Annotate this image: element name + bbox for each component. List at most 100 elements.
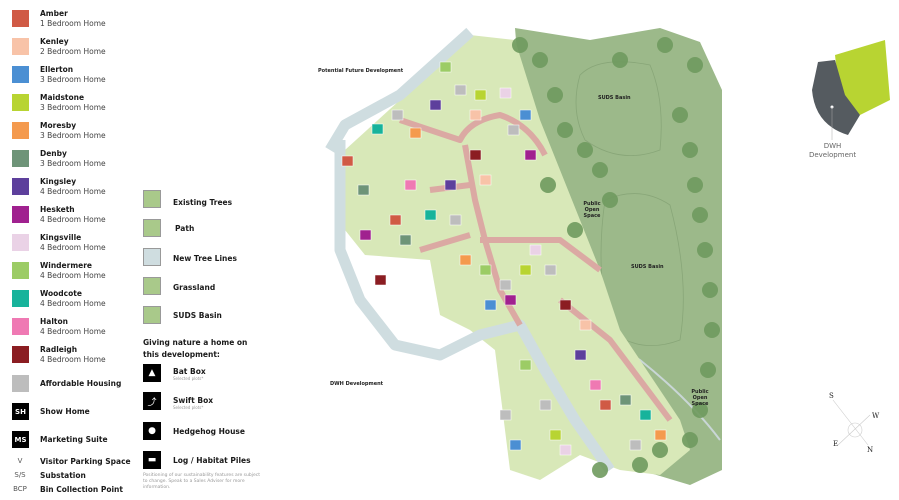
house-plot[interactable]	[341, 155, 354, 167]
house-plot[interactable]	[559, 299, 572, 311]
house-plot[interactable]	[357, 184, 370, 196]
house-type-desc: 4 Bedroom Home	[40, 270, 106, 280]
house-plot[interactable]	[449, 214, 462, 226]
house-plot[interactable]	[404, 179, 417, 191]
house-plot[interactable]	[371, 123, 384, 135]
house-plot[interactable]	[474, 89, 487, 101]
tree-icon	[540, 177, 556, 193]
house-plot[interactable]	[639, 409, 652, 421]
tree-icon	[592, 162, 608, 178]
house-plot[interactable]	[654, 429, 667, 441]
house-plot[interactable]	[459, 254, 472, 266]
abbr-ss: S/S	[14, 471, 26, 479]
landscape-grassland: Grassland	[173, 283, 216, 292]
house-plot[interactable]	[579, 319, 592, 331]
house-plot[interactable]	[549, 429, 562, 441]
house-plot[interactable]	[439, 61, 452, 73]
tree-icon	[692, 207, 708, 223]
house-plot[interactable]	[509, 439, 522, 451]
grassland-icon	[143, 277, 161, 295]
house-plot[interactable]	[429, 99, 442, 111]
affordable-label: Affordable Housing	[40, 379, 122, 388]
swatch-kingsville	[12, 234, 29, 251]
trees	[512, 37, 720, 478]
house-plot[interactable]	[629, 439, 642, 451]
house-plot[interactable]	[507, 124, 520, 136]
house-plot[interactable]	[559, 444, 572, 456]
swatch-halton	[12, 318, 29, 335]
label-public-open-space: Public Open Space	[583, 201, 601, 219]
house-plot[interactable]	[469, 149, 482, 161]
label-potential-future-development: Potential Future Development	[318, 68, 404, 74]
house-type-name: Hesketh	[40, 205, 75, 214]
access-road[interactable]	[325, 27, 615, 474]
house-plot[interactable]	[599, 399, 612, 411]
swift-icon: ⤴	[143, 392, 161, 410]
house-plot[interactable]	[484, 299, 497, 311]
house-plot[interactable]	[574, 349, 587, 361]
house-type-name: Woodcote	[40, 289, 82, 298]
abbr-v: V	[17, 457, 23, 465]
house-plot[interactable]	[424, 209, 437, 221]
label-suds-basin: SUDS Basin	[598, 95, 631, 101]
tree-icon	[512, 37, 528, 53]
house-type-desc: 4 Bedroom Home	[40, 242, 106, 252]
house-plot[interactable]	[519, 264, 532, 276]
house-plot[interactable]	[529, 244, 542, 256]
swatch-radleigh	[12, 346, 29, 363]
tree-icon	[532, 52, 548, 68]
house-type-name: Ellerton	[40, 65, 74, 74]
house-plot[interactable]	[619, 394, 632, 406]
house-plot[interactable]	[469, 109, 482, 121]
house-plot[interactable]	[499, 279, 512, 291]
house-plot[interactable]	[524, 149, 537, 161]
tree-icon	[697, 242, 713, 258]
house-plot[interactable]	[544, 264, 557, 276]
tree-icon	[577, 142, 593, 158]
house-plot[interactable]	[389, 214, 402, 226]
house-plot[interactable]	[589, 379, 602, 391]
house-type-desc: 3 Bedroom Home	[40, 130, 106, 140]
house-plot[interactable]	[359, 229, 372, 241]
house-plot[interactable]	[399, 234, 412, 246]
tree-icon	[700, 362, 716, 378]
marketing-suite-label: Marketing Suite	[40, 435, 108, 444]
house-plot[interactable]	[479, 174, 492, 186]
house-type-desc: 3 Bedroom Home	[40, 74, 106, 84]
house-plot[interactable]	[499, 409, 512, 421]
house-plots[interactable]	[341, 61, 667, 456]
tree-icon	[652, 442, 668, 458]
house-plot[interactable]	[454, 84, 467, 96]
new-tree-lines-icon	[143, 248, 161, 266]
house-type-name: Halton	[40, 317, 68, 326]
tree-icon	[672, 107, 688, 123]
suds-basin-icon	[143, 306, 161, 324]
house-plot[interactable]	[504, 294, 517, 306]
house-plot[interactable]	[479, 264, 492, 276]
path-icon	[143, 219, 161, 237]
house-plot[interactable]	[444, 179, 457, 191]
house-plot[interactable]	[409, 127, 422, 139]
label-dwh-development: DWH Development	[330, 381, 384, 387]
house-plot[interactable]	[519, 109, 532, 121]
tree-icon	[602, 192, 618, 208]
house-plot[interactable]	[374, 274, 387, 286]
tree-icon	[612, 52, 628, 68]
show-home-badge: SH	[12, 403, 29, 420]
house-plot[interactable]	[391, 109, 404, 121]
swatch-maidstone	[12, 94, 29, 111]
house-type-desc: 3 Bedroom Home	[40, 102, 106, 112]
house-plot[interactable]	[499, 87, 512, 99]
house-plot[interactable]	[539, 399, 552, 411]
house-plot[interactable]	[519, 359, 532, 371]
